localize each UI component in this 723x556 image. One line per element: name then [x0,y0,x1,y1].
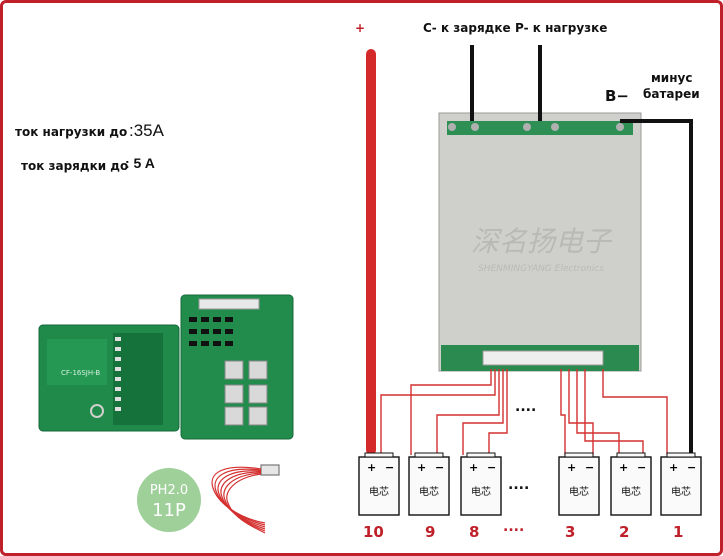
cell-number-label: 1 [673,523,684,541]
bms-board-main: 深名扬电子 SHENMINGYANG Electronics [438,112,642,372]
connector-type-line1: PH2.0 [150,483,188,498]
battery-cell: +− 电芯 [558,452,600,516]
small-board-label: CF-16SJH-B [61,369,100,377]
positive-bus-bar [366,49,376,455]
cell-number-label: 10 [363,523,384,541]
connector-badge: PH2.0 11P [137,468,201,532]
small-bms-board-photo: CF-16SJH-B [38,324,180,432]
battery-cells: +−电芯+−电芯+−电芯+−电芯+−电芯+−电芯 [358,452,702,516]
positive-plus-label: + [355,21,366,35]
connector-type-line2: 11P [152,500,186,521]
main-wires [470,45,693,455]
charge-current-label: ток зарядки до [21,159,129,173]
cell-body-label: 电芯 [671,485,691,498]
cell-number-label: 3 [565,523,576,541]
balance-harness-cable [211,464,280,534]
balance-wires [380,369,668,455]
cells-ellipsis: .... [508,477,530,493]
cell-minus-terminal: − [637,461,646,474]
cell-body-label: 电芯 [471,485,491,498]
c-minus-label: С- к зарядке [423,21,511,35]
battery-minus-label-line2: батареи [643,87,700,101]
charge-current-value: : 5 A [125,155,155,171]
battery-cell: +− 电芯 [358,452,400,516]
board-watermark-cn: 深名扬电子 [471,225,613,258]
numbers-ellipsis: .... [503,519,525,535]
board-watermark-en: SHENMINGYANG Electronics [478,264,604,274]
battery-cell: +− 电芯 [408,452,450,516]
battery-cell: +− 电芯 [610,452,652,516]
p-minus-label: P- к нагрузке [515,21,608,35]
cell-plus-terminal: + [417,461,426,474]
cell-plus-terminal: + [567,461,576,474]
b-minus-wire [620,119,693,455]
battery-cell: +− 电芯 [660,452,702,516]
load-current-label: ток нагрузки до [15,125,128,139]
wires-ellipsis: .... [515,399,537,415]
cell-plus-terminal: + [367,461,376,474]
cell-minus-terminal: − [487,461,496,474]
cell-minus-terminal: − [585,461,594,474]
bms-wiring-diagram: CF-16SJH-B PH2.0 11P [38,45,702,534]
cell-plus-terminal: + [469,461,478,474]
battery-minus-label-line1: минус [651,71,693,85]
second-bms-board-photo [180,294,294,440]
cell-body-label: 电芯 [569,485,589,498]
cell-number-label: 8 [469,523,480,541]
b-minus-label: B− [605,87,630,105]
cell-number-label: 2 [619,523,630,541]
cell-minus-terminal: − [385,461,394,474]
battery-cell: +− 电芯 [460,452,502,516]
cell-body-label: 电芯 [621,485,641,498]
load-current-value: :35A [129,121,164,140]
cell-plus-terminal: + [619,461,628,474]
cell-number-label: 9 [425,523,436,541]
cell-minus-terminal: − [435,461,444,474]
cell-minus-terminal: − [687,461,696,474]
cell-body-label: 电芯 [369,485,389,498]
cell-body-label: 电芯 [419,485,439,498]
cell-plus-terminal: + [669,461,678,474]
